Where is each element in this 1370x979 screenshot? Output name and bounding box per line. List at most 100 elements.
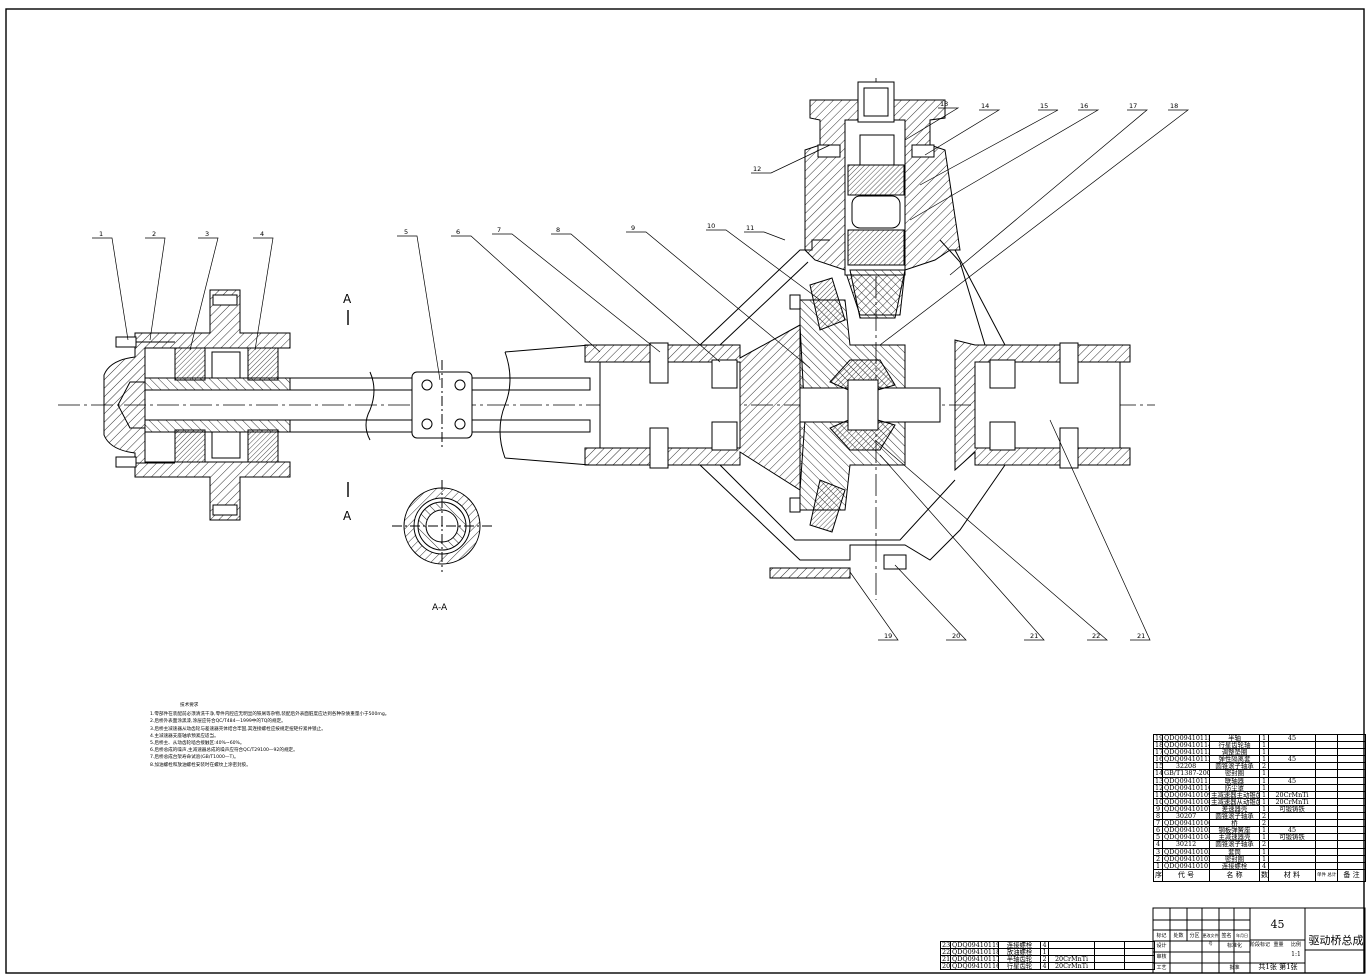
part-note-cell bbox=[1124, 962, 1155, 971]
part-note-cell bbox=[1337, 826, 1366, 835]
part-name-cell: 差速器壳 bbox=[1209, 804, 1260, 814]
part-note-cell bbox=[1337, 840, 1366, 849]
part-code-cell: QDQ09410114 bbox=[1162, 741, 1210, 750]
part-weight-cell bbox=[1094, 948, 1125, 957]
part-code-cell: QDQ09410109 bbox=[1162, 790, 1210, 799]
part-name-cell: 半轴 bbox=[1209, 733, 1260, 743]
part-material-cell bbox=[1268, 819, 1316, 828]
part-qty-cell: 1 bbox=[1259, 847, 1269, 856]
leader-5: 5 bbox=[404, 228, 408, 236]
material-cell: 45 bbox=[1270, 918, 1285, 931]
part-material-cell bbox=[1268, 769, 1316, 778]
part-code-cell: GB/T1387-2008 bbox=[1162, 769, 1210, 778]
part-qty-cell: 1 bbox=[1259, 769, 1269, 778]
part-note-cell bbox=[1337, 812, 1366, 821]
part-code-cell: QDQ09410113 bbox=[1162, 748, 1210, 757]
part-material-cell bbox=[1268, 783, 1316, 792]
part-name-cell: 套筒 bbox=[1209, 847, 1260, 856]
part-code-cell: QDQ09410118 bbox=[950, 948, 999, 957]
parts-list-row: 11QDQ09410109主减速器主动锥齿轮120CrMnTi bbox=[1153, 790, 1366, 799]
part-note-cell bbox=[1337, 797, 1366, 806]
tb-process: 工艺 bbox=[1156, 965, 1167, 971]
part-weight-cell bbox=[1315, 833, 1338, 842]
part-material-cell bbox=[1268, 861, 1316, 870]
part-note-cell bbox=[1337, 769, 1366, 778]
part-weight-cell bbox=[1315, 804, 1338, 814]
part-material-cell: 20CrMnTi bbox=[1048, 962, 1095, 971]
part-qty-cell: 2 bbox=[1259, 762, 1269, 771]
part-weight-cell bbox=[1315, 776, 1338, 785]
part-no-cell: 16 bbox=[1153, 755, 1163, 764]
outer-frame bbox=[5, 8, 1365, 974]
part-note-cell bbox=[1337, 755, 1366, 764]
part-name-cell: 密封圈 bbox=[1209, 854, 1260, 863]
part-code-cell: QDQ09410101 bbox=[1162, 861, 1210, 870]
tech-req-item: 1.零部件在装配前必须清洗干净,零件内腔应无明显的铁屑等杂物,装配后外表面脏度应… bbox=[150, 712, 390, 718]
tb-approve: 批准 bbox=[1229, 965, 1240, 971]
part-no-cell: 8 bbox=[1153, 812, 1163, 821]
tech-req-item: 2.后桥外表面涂黑漆,涂层应符合QC/T484—1999中的TQ的规定。 bbox=[150, 719, 286, 725]
left-hub bbox=[103, 289, 291, 521]
tech-req-item: 8.加油螺栓和放油螺栓安装时在螺纹上涂密封胶。 bbox=[150, 762, 251, 768]
leader-10: 10 bbox=[707, 222, 715, 230]
tb-mark: 标记 bbox=[1156, 933, 1167, 939]
part-qty-cell: 2 bbox=[1259, 840, 1269, 849]
part-note-cell bbox=[1337, 733, 1366, 743]
part-note-cell bbox=[1337, 804, 1366, 814]
part-weight-cell bbox=[1315, 733, 1338, 743]
leader-6: 6 bbox=[456, 228, 460, 236]
part-weight-cell bbox=[1315, 812, 1338, 821]
part-weight-cell bbox=[1315, 783, 1338, 792]
technical-requirements: 技术要求 1.零部件在装配前必须清洗干净,零件内腔应无明显的铁屑等杂物,装配后外… bbox=[150, 702, 450, 769]
part-no-cell: 22 bbox=[940, 948, 951, 957]
part-no-cell: 4 bbox=[1153, 840, 1163, 849]
part-name-cell: 连接螺栓 bbox=[1209, 861, 1260, 870]
part-code-cell: QDQ09410108 bbox=[1162, 797, 1210, 806]
header-weight: 单件 总计 重量 bbox=[1315, 868, 1338, 882]
part-note-cell bbox=[1337, 854, 1366, 863]
part-qty-cell: 1 bbox=[1259, 776, 1269, 785]
part-code-cell: QDQ09410116 bbox=[950, 962, 999, 971]
leader-2: 2 bbox=[152, 230, 156, 238]
part-qty-cell: 2 bbox=[1259, 819, 1269, 828]
part-qty-cell: 1 bbox=[1259, 741, 1269, 750]
part-no-cell: 13 bbox=[1153, 776, 1163, 785]
part-code-cell: QDQ09410117 bbox=[950, 955, 999, 964]
part-material-cell bbox=[1268, 847, 1316, 856]
part-no-cell: 10 bbox=[1153, 797, 1163, 806]
tech-req-item: 5.后桥主、从动齿轮啮合接触区:40%~60%。 bbox=[150, 741, 245, 747]
tb-scale-value: 1:1 bbox=[1291, 951, 1301, 958]
part-note-cell bbox=[1124, 940, 1155, 950]
part-material-cell: 可锻铸铁 bbox=[1268, 833, 1316, 842]
part-weight-cell bbox=[1094, 955, 1125, 964]
part-code-cell: 30212 bbox=[1162, 840, 1210, 849]
part-no-cell: 17 bbox=[1153, 748, 1163, 757]
part-material-cell: 20CrMnTi bbox=[1048, 955, 1095, 964]
part-note-cell bbox=[1337, 783, 1366, 792]
tb-sign: 签名 bbox=[1221, 933, 1232, 939]
pinion-assembly bbox=[804, 81, 961, 319]
part-weight-cell bbox=[1315, 861, 1338, 870]
part-no-cell: 20 bbox=[940, 962, 951, 971]
part-code-cell: QDQ09410104 bbox=[1162, 833, 1210, 842]
part-note-cell bbox=[1337, 776, 1366, 785]
part-name-cell: 行星齿轮 bbox=[998, 962, 1041, 971]
part-code-cell: QDQ09410103 bbox=[1162, 847, 1210, 856]
part-material-cell: 20CrMnTi bbox=[1268, 797, 1316, 806]
part-material-cell bbox=[1268, 812, 1316, 821]
tech-req-item: 3.后桥主减速器从动齿轮与差速器壳体结合牢固,其连接螺栓应按规定扭矩拧紧并锁止。 bbox=[150, 726, 326, 732]
leader-22: 20 bbox=[952, 632, 960, 640]
part-name-cell: 圆锥滚子轴承 bbox=[1209, 762, 1260, 771]
differential bbox=[789, 277, 941, 533]
sheet-info: 共1张 第1张 bbox=[1258, 963, 1298, 971]
leader-1: 1 bbox=[99, 230, 103, 238]
part-material-cell bbox=[1268, 741, 1316, 750]
part-qty-cell: 1 bbox=[1259, 733, 1269, 743]
